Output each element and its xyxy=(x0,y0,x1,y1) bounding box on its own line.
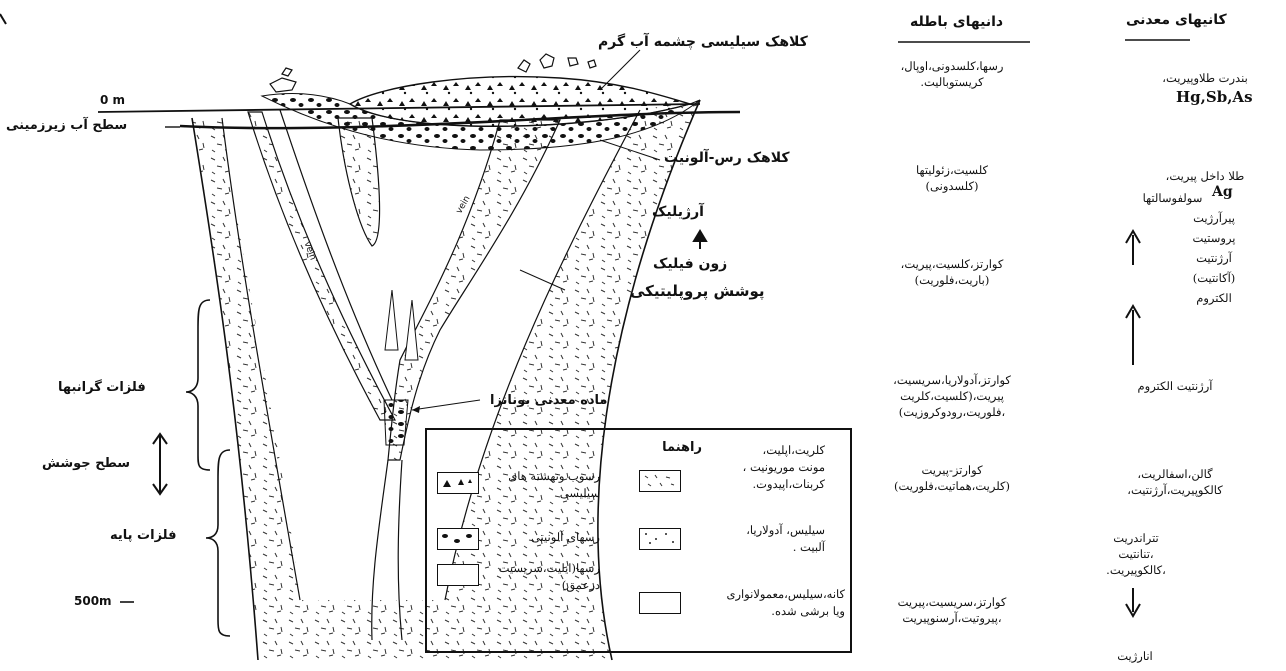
ore-row-5: گالن،اسفالریت، کالکوپیریت،آرژنتیت، xyxy=(1100,466,1250,498)
silica-cap-label: کلاهک سیلیسی چشمه آب گرم xyxy=(598,34,808,50)
precious-metals-label: فلزات گرانبها xyxy=(58,380,146,395)
gangue-row-3: کوارتز،کلسیت،پیریت، (باریت،فلوریت) xyxy=(872,256,1032,288)
finger-1 xyxy=(385,290,398,350)
ore-arrow-up-1 xyxy=(1126,231,1140,265)
base-brace xyxy=(206,450,230,636)
gangue-row-1: رسها،کلسدونی،اوپال، کریستوبالیت. xyxy=(872,58,1032,90)
legend-swatch-alunite xyxy=(437,528,479,550)
phyllic-label: زون فیلیک xyxy=(653,256,727,272)
ore-row-6: تتراندریت ،تنانتیت ،کالکوپیریت. xyxy=(1086,530,1186,578)
ore-row-2-sulfosalts: سولفوسالتها xyxy=(1130,190,1215,206)
ore-header: کانیهای معدنی xyxy=(1126,12,1227,28)
legend-text-silica: رسوب ونهشته های سیلیسی xyxy=(485,468,600,502)
legend-swatch-clay xyxy=(437,564,479,586)
legend-text-adularia: سیلیس، آدولاریا، آلبیت . xyxy=(695,522,825,556)
argillic-arrow xyxy=(694,231,706,249)
legend-text-alunite: رسهای آلونیتی xyxy=(485,529,600,546)
legend-swatch-silica xyxy=(437,472,479,494)
gangue-row-4: کوارتز،آدولاریا،سریسیت، پیریت،(کلسیت،کلر… xyxy=(872,372,1032,420)
zero-depth-label: 0 m xyxy=(100,93,125,107)
legend-box: راهنما رسوب ونهشته های سیلیسی رسهای آلون… xyxy=(425,428,852,653)
propylitic-label: پوشش پروپلیتیکی xyxy=(630,282,765,300)
gangue-row-5: کوارتز-پیریت (کلریت،هماتیت،فلوریت) xyxy=(872,462,1032,494)
water-table-label: سطح آب زیرزمینی xyxy=(6,118,127,133)
ore-arrow-up-2 xyxy=(1126,306,1140,365)
legend-swatch-adularia xyxy=(639,528,681,550)
gangue-header: دانیهای باطله xyxy=(910,14,1003,30)
ore-leader xyxy=(412,400,480,410)
ore-row-7: انارژیت xyxy=(1100,648,1170,664)
clay-cap-label: کلاهک رس-آلونیت xyxy=(664,150,790,166)
argillic-label: آرژیلیک xyxy=(652,204,704,220)
legend-text-ore: کانه،سیلیس،معمولانواری ویا برشی شده. xyxy=(695,586,845,620)
ore-row-2: طلا داخل پیریت، xyxy=(1130,168,1280,184)
silica-leader xyxy=(600,50,640,90)
gangue-row-6: کوارتز،سریسیت،پیریت ،پیروتیت،آرسنوپیریت xyxy=(872,594,1032,626)
bonanza-ore xyxy=(384,400,408,445)
legend-text-clay: رسها(ایلیت،سریسیت درعمق) xyxy=(485,560,600,594)
ore-body-label: ماده معدنی بونانزا xyxy=(490,393,607,408)
ore-row-4: آرژنتیت الکتروم xyxy=(1100,378,1250,394)
ore-arrow xyxy=(412,406,420,413)
legend-text-chlorite: کلریت،اپلیت، مونت موریونیت ، کربنات،اپید… xyxy=(695,442,825,493)
ore-row-1: بندرت طلاوپیریت، xyxy=(1130,70,1280,86)
top-left-mark xyxy=(0,14,6,24)
ore-arrow-down xyxy=(1126,588,1140,616)
legend-swatch-ore xyxy=(639,592,681,614)
boiling-arrow xyxy=(153,434,167,494)
ore-row-3: پیرآرژیت پروستیت آرژنتیت (آکانتیت) الکتر… xyxy=(1144,208,1284,308)
boiling-level-label: سطح جوشش xyxy=(42,456,130,471)
ore-row-2-element: Ag xyxy=(1212,184,1233,200)
ore-row-1-elements: Hg,Sb,As xyxy=(1176,88,1253,106)
precious-brace xyxy=(186,300,210,470)
base-metals-label: فلزات پایه xyxy=(110,528,176,543)
gangue-row-2: کلسیت،زئولیتها (کلسدونی) xyxy=(872,162,1032,194)
argillic-tongue xyxy=(338,118,380,246)
depth-500-label: 500m xyxy=(74,594,112,608)
legend-swatch-chlorite xyxy=(639,470,681,492)
